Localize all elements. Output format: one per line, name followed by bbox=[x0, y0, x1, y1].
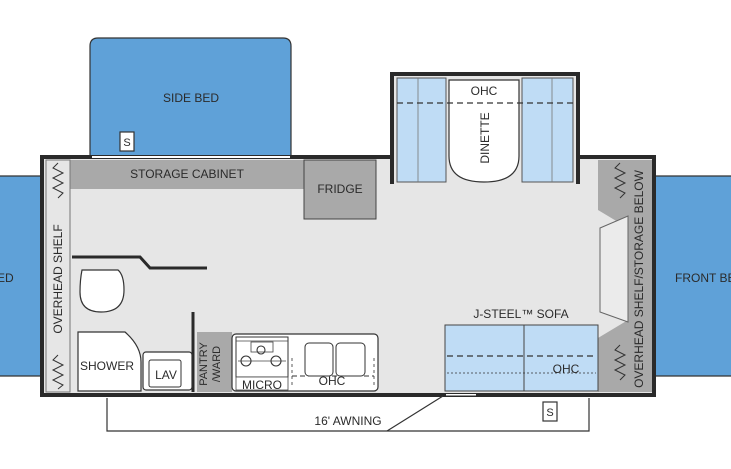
dinette-table bbox=[448, 79, 520, 183]
pantry bbox=[197, 332, 232, 392]
speaker-symbol-top: S bbox=[123, 137, 130, 149]
speaker-symbol-bottom: S bbox=[546, 407, 553, 419]
kitchen-counter: MICRO OHC bbox=[231, 333, 379, 392]
kitchen-ohc-label: OHC bbox=[319, 374, 346, 388]
micro-label: MICRO bbox=[242, 378, 282, 392]
rear-bed-label: ED bbox=[0, 271, 14, 285]
dinette-label: DINETTE bbox=[478, 112, 492, 163]
overhead-shelf-storage-label: OVERHEAD SHELF/STORAGE BELOW bbox=[632, 169, 646, 388]
speaker-icon-bottom bbox=[542, 401, 558, 422]
overhead-shelf-label: OVERHEAD SHELF bbox=[51, 224, 65, 333]
front-bed: FRONT BE bbox=[654, 175, 731, 377]
storage-cabinet-label: STORAGE CABINET bbox=[130, 167, 244, 181]
awning-label: 16' AWNING bbox=[314, 414, 381, 428]
side-bed: SIDE BED S bbox=[89, 37, 292, 158]
shower bbox=[77, 331, 142, 392]
fridge-label: FRIDGE bbox=[317, 182, 362, 196]
dinette-slideout: OHC DINETTE bbox=[390, 72, 580, 184]
sofa: J-STEEL™ SOFA OHC bbox=[444, 307, 599, 392]
sofa-label: J-STEEL™ SOFA bbox=[473, 307, 568, 321]
rear-overhead-shelf: OVERHEAD SHELF bbox=[45, 159, 71, 393]
dinette-bench-left bbox=[396, 77, 447, 183]
sofa-ohc-label: OHC bbox=[553, 362, 580, 376]
rear-bed: ED bbox=[0, 175, 42, 377]
toilet bbox=[79, 269, 125, 313]
microwave-box bbox=[235, 376, 289, 391]
side-bed-label: SIDE BED bbox=[163, 91, 219, 105]
shower-label: SHOWER bbox=[80, 359, 134, 373]
dinette-ohc-label: OHC bbox=[471, 84, 498, 98]
lav-label: LAV bbox=[155, 368, 177, 382]
pantry-label-line2: /WARD bbox=[211, 346, 223, 382]
dinette-bench-right bbox=[521, 77, 574, 183]
speaker-icon-top bbox=[119, 131, 135, 152]
awning: 16' AWNING S bbox=[106, 395, 590, 432]
storage-cabinet bbox=[70, 160, 304, 189]
pantry-label-line1: PANTRY bbox=[198, 342, 210, 386]
burner-icon bbox=[256, 345, 266, 355]
sink-left bbox=[304, 342, 334, 377]
front-bed-label: FRONT BE bbox=[675, 271, 731, 285]
fridge bbox=[303, 159, 377, 220]
bathroom: SHOWER LAV bbox=[72, 255, 207, 392]
sink-right bbox=[335, 342, 366, 377]
front-overhead-shelf: OVERHEAD SHELF/STORAGE BELOW bbox=[598, 160, 652, 392]
